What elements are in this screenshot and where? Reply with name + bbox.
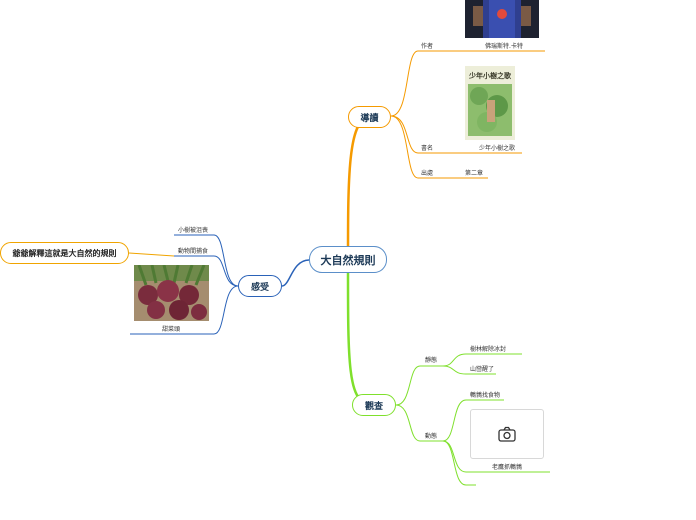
book-cover-image: 少年小樹之歌 — [465, 66, 515, 140]
link-feeling-item2 — [174, 255, 239, 287]
beetroot-image — [134, 265, 209, 321]
dynamic-item-2[interactable]: 老鷹抓鵪鶉 — [491, 464, 522, 471]
link-observe-static — [395, 365, 443, 406]
link-static-items-a — [442, 353, 522, 367]
branch-observe[interactable]: 觀查 — [352, 394, 396, 416]
link-static-items-b — [442, 365, 496, 375]
camera-icon — [498, 426, 516, 442]
feeling-item-1[interactable]: 小樹被沮喪 — [178, 227, 209, 234]
topic-source[interactable]: 出處 — [421, 170, 434, 177]
feeling-item-2[interactable]: 動物間捕食 — [178, 248, 209, 255]
topic-static[interactable]: 靜態 — [425, 357, 438, 364]
link-root-reading — [346, 116, 370, 260]
book-cover-title: 少年小樹之歌 — [469, 72, 511, 80]
link-feeling-item1 — [174, 234, 239, 287]
explanation-topic[interactable]: 爺爺解釋這就是大自然的規則 — [0, 242, 129, 264]
link-item2-explain — [128, 252, 175, 257]
dynamic-item-1[interactable]: 鵪鶉找食物 — [470, 392, 501, 399]
author-name[interactable]: 佛瑞斯特.卡特 — [485, 43, 523, 50]
topic-author[interactable]: 作者 — [421, 43, 434, 50]
static-item-1[interactable]: 樹林解除冰封 — [470, 346, 507, 353]
branch-reading[interactable]: 導讀 — [348, 106, 391, 128]
link-dynamic-items-c — [442, 440, 476, 486]
topic-dynamic[interactable]: 動態 — [425, 433, 438, 440]
topic-book[interactable]: 書名 — [421, 145, 434, 152]
link-root-feeling — [281, 259, 310, 287]
link-feeling-item3 — [130, 285, 239, 335]
book-title[interactable]: 少年小樹之歌 — [478, 145, 515, 152]
link-root-observe — [346, 269, 370, 405]
link-dynamic-items-a — [442, 399, 504, 442]
link-reading-author — [390, 50, 460, 117]
central-topic[interactable]: 大自然規則 — [309, 246, 387, 273]
static-item-2[interactable]: 山巒醒了 — [470, 366, 495, 373]
feeling-item-3[interactable]: 甜菜頭 — [161, 326, 180, 333]
link-observe-dynamic — [395, 404, 443, 442]
link-reading-book — [390, 115, 460, 154]
image-placeholder[interactable] — [470, 409, 544, 459]
branch-feeling[interactable]: 感受 — [238, 275, 282, 297]
source-chapter[interactable]: 第二章 — [464, 170, 483, 177]
author-photo — [465, 0, 539, 38]
link-reading-source — [390, 115, 460, 179]
